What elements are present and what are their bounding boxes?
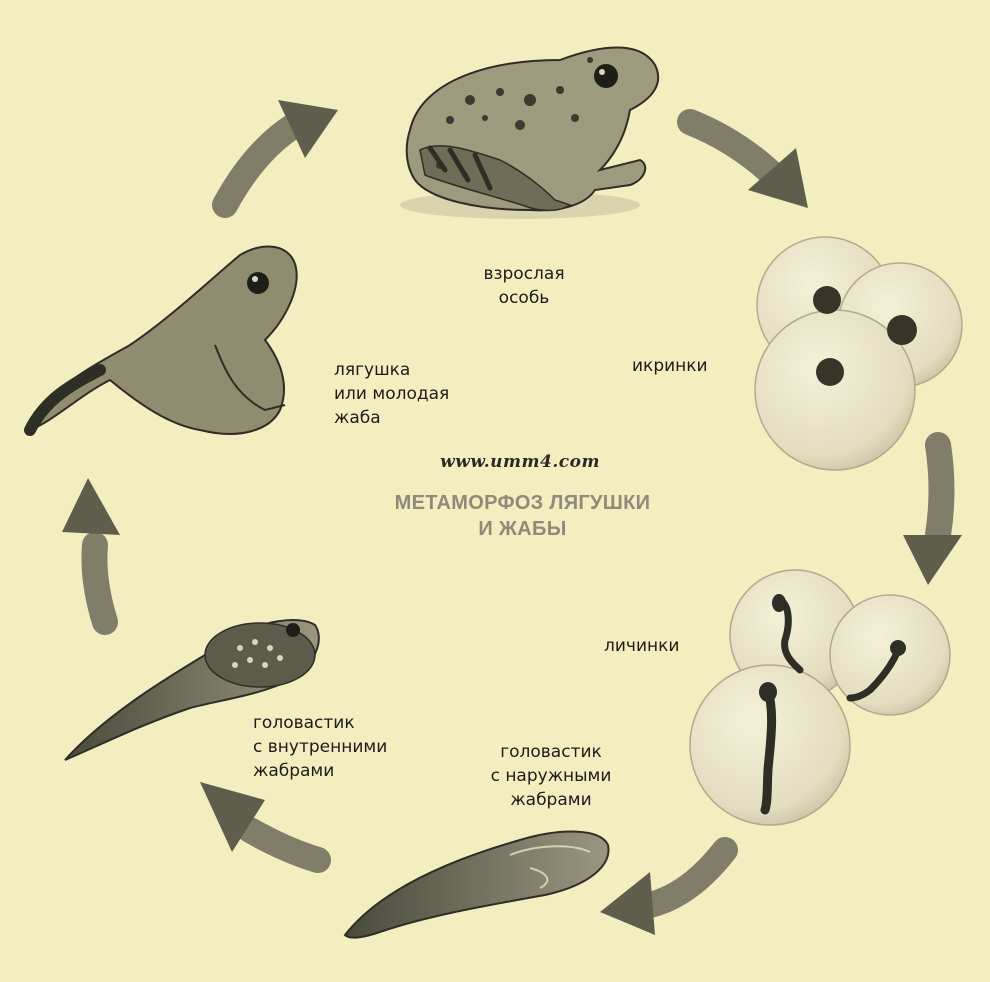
label-young-frog: лягушка или молодая жаба: [334, 358, 449, 430]
label-young-frog-line-1: лягушка: [334, 358, 449, 382]
arrow-to-eggs: [690, 122, 808, 208]
arrow-to-adult: [225, 100, 338, 205]
label-tadpole-internal-line-1: головастик: [253, 711, 387, 735]
label-tadpole-external-line-2: с наружными: [488, 764, 614, 788]
diagram-title-line-2: И ЖАБЫ: [340, 516, 705, 542]
label-tadpole-internal-line-3: жабрами: [253, 759, 387, 783]
label-tadpole-external-line-3: жабрами: [488, 788, 614, 812]
diagram-title: МЕТАМОРФОЗ ЛЯГУШКИ И ЖАБЫ: [340, 490, 705, 542]
arrow-to-tadpole-internal: [200, 782, 318, 860]
young-frog-illustration: [30, 246, 297, 433]
label-adult: взрослая особь: [468, 262, 580, 310]
larvae-illustration: [690, 570, 950, 825]
label-adult-line-2: особь: [468, 286, 580, 310]
arrow-to-young-frog: [62, 478, 120, 622]
label-tadpole-external: головастик с наружными жабрами: [488, 740, 614, 812]
label-tadpole-external-line-1: головастик: [488, 740, 614, 764]
label-eggs: икринки: [632, 354, 708, 378]
tadpole-external-gills-illustration: [345, 832, 608, 938]
arrow-to-larvae: [903, 445, 962, 585]
arrow-to-tadpole-external: [600, 850, 725, 935]
diagram-title-line-1: МЕТАМОРФОЗ ЛЯГУШКИ: [340, 490, 705, 516]
label-young-frog-line-3: жаба: [334, 406, 449, 430]
label-adult-line-1: взрослая: [468, 262, 580, 286]
label-tadpole-internal-line-2: с внутренними: [253, 735, 387, 759]
label-young-frog-line-2: или молодая: [334, 382, 449, 406]
watermark-url: www.umm4.com: [380, 452, 660, 472]
label-larvae: личинки: [604, 634, 679, 658]
label-tadpole-internal: головастик с внутренними жабрами: [253, 711, 387, 783]
adult-frog-illustration: [400, 48, 658, 220]
